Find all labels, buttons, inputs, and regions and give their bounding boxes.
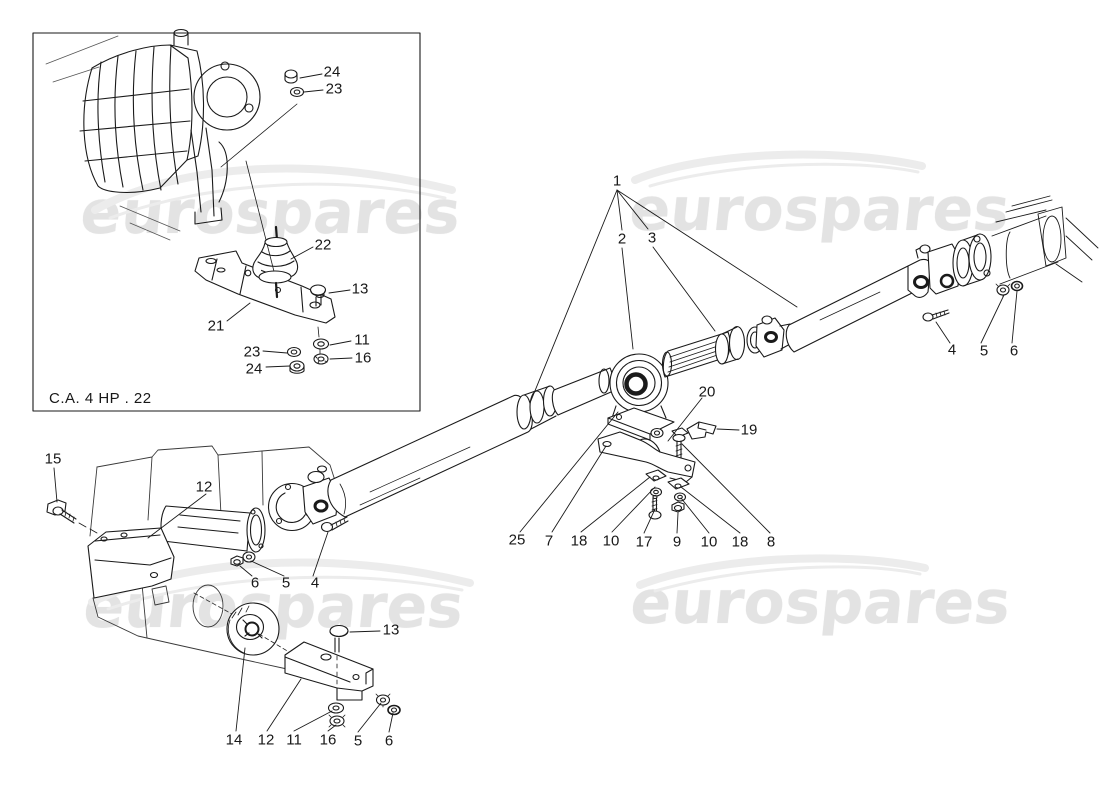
callout-label: 11 xyxy=(354,331,370,349)
leader-lines xyxy=(53,189,1018,733)
support-washer xyxy=(650,427,664,439)
rear-mount-washers xyxy=(327,693,401,728)
callout-label: 25 xyxy=(508,531,526,549)
callout-label: 3 xyxy=(647,229,657,247)
support-bracket xyxy=(597,431,696,483)
callout-label: 10 xyxy=(700,533,718,551)
callout-label: 4 xyxy=(310,574,320,592)
callout-label: 6 xyxy=(250,574,260,592)
rear-mount-bracket xyxy=(284,641,374,701)
callout-label: 16 xyxy=(354,349,372,367)
rear-universal-joint xyxy=(907,233,992,298)
callout-label: 6 xyxy=(384,732,394,750)
rear-flange-bolt xyxy=(922,309,950,322)
inset-rubber-mount xyxy=(252,225,299,299)
front-stub-sleeve xyxy=(160,505,266,553)
shaft-adapter-rings xyxy=(516,367,614,430)
callout-label: 6 xyxy=(1009,342,1019,360)
callout-label: 14 xyxy=(225,731,243,749)
inset-crossmember xyxy=(194,250,336,324)
callout-label: 12 xyxy=(195,478,213,496)
callout-label: 23 xyxy=(243,343,261,361)
callout-label: 7 xyxy=(544,532,554,550)
callout-label: 17 xyxy=(635,533,653,551)
callout-label: 1 xyxy=(612,172,622,190)
callout-label: 10 xyxy=(602,532,620,550)
callout-label: 16 xyxy=(319,731,337,749)
rear-washers xyxy=(995,280,1024,298)
callout-label: 9 xyxy=(672,533,682,551)
inset-leader-lines xyxy=(226,73,353,368)
callout-label: 12 xyxy=(257,731,275,749)
boot-collar xyxy=(714,325,746,365)
callout-label: 23 xyxy=(325,80,343,98)
ghost-differential xyxy=(991,195,1099,285)
callout-label: 22 xyxy=(314,236,332,254)
callout-label: 5 xyxy=(281,574,291,592)
center-bearing xyxy=(607,353,675,441)
callout-label: 19 xyxy=(740,421,758,439)
callout-label: 13 xyxy=(351,280,369,298)
callout-label: 15 xyxy=(44,450,62,468)
rear-mount-bolt xyxy=(329,624,349,701)
callout-label: 20 xyxy=(698,383,716,401)
callout-label: 11 xyxy=(286,731,302,749)
callout-label: 5 xyxy=(353,732,363,750)
inset-fasteners xyxy=(284,69,330,374)
callout-label: 18 xyxy=(570,532,588,550)
retainer-clip xyxy=(686,421,717,440)
inset-bolt xyxy=(309,284,327,307)
callout-label: 24 xyxy=(245,360,263,378)
mid-universal-joint xyxy=(746,315,793,358)
rubber-donut-mount xyxy=(226,602,300,659)
square-washers xyxy=(645,469,690,502)
inset-caption: C.A. 4 HP . 22 xyxy=(49,390,152,407)
callout-label: 24 xyxy=(323,63,341,81)
front-mount-bolt xyxy=(46,499,98,534)
callout-label: 4 xyxy=(947,341,957,359)
inset-box xyxy=(32,32,421,412)
rear-shaft-tube xyxy=(785,265,919,353)
callout-label: 21 xyxy=(207,317,225,335)
callout-label: 2 xyxy=(617,230,627,248)
propeller-shaft-tube xyxy=(327,394,533,518)
callout-label: 8 xyxy=(766,533,776,551)
callout-label: 13 xyxy=(382,621,400,639)
front-wedge-bracket xyxy=(87,527,175,599)
bracket-nut xyxy=(671,501,685,513)
callout-label: 5 xyxy=(979,342,989,360)
callout-label: 18 xyxy=(731,533,749,551)
bracket-bolt xyxy=(648,494,662,520)
ghost-gearbox xyxy=(89,445,339,670)
front-flange-fasteners xyxy=(230,516,349,567)
